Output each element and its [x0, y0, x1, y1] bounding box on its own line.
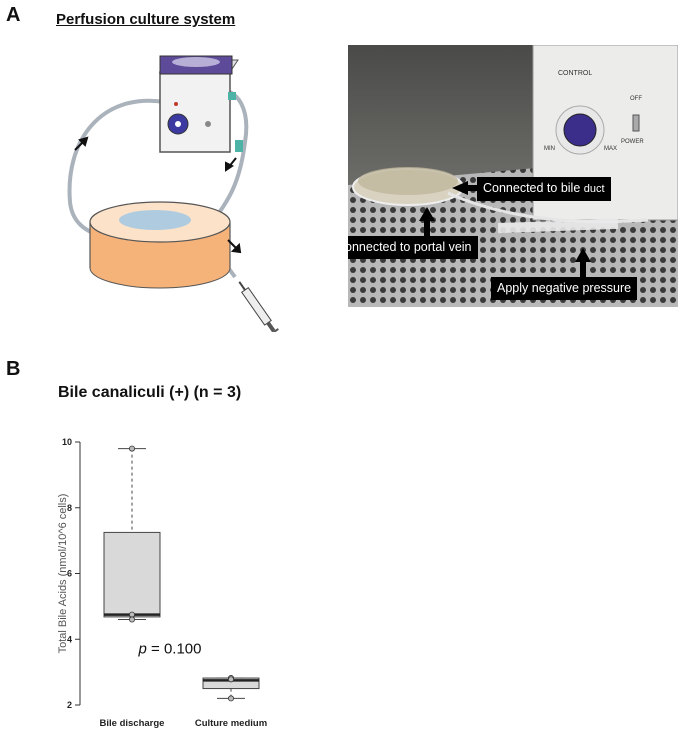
x-category-label: Bile discharge	[100, 718, 165, 729]
callout-portal-vein: Connected to portal vein	[348, 236, 478, 259]
tube-return	[67, 98, 166, 239]
y-axis-label: Total Bile Acids (nmol/10^6 cells)	[57, 494, 69, 654]
p-value-annotation: p = 0.100	[138, 640, 202, 657]
syringe	[238, 281, 279, 332]
data-point	[129, 611, 136, 618]
y-tick-label: 8	[67, 503, 72, 513]
boxplot-title: Bile canaliculi (+) (n = 3)	[58, 384, 242, 401]
svg-text:MAX: MAX	[604, 146, 617, 152]
y-tick-label: 4	[67, 634, 72, 644]
callout-arrows	[419, 181, 591, 278]
data-point	[227, 676, 234, 683]
box-iqr	[103, 531, 161, 618]
y-tick-label: 6	[67, 569, 72, 579]
y-tick-label: 10	[62, 437, 72, 447]
pump-body	[159, 71, 231, 153]
svg-text:OFF: OFF	[630, 96, 642, 102]
box-0: Bile discharge	[100, 445, 165, 729]
photo-dial	[563, 113, 597, 147]
svg-text:POWER: POWER	[621, 139, 644, 145]
callout-bile-duct: Connected to bile duct	[477, 177, 611, 201]
y-axis: 2 4 6 8 10	[62, 437, 81, 710]
perfusion-schematic-illustration	[67, 55, 279, 332]
box-1: Culture medium	[195, 675, 267, 729]
boxes-group: Bile discharge Culture medium	[100, 445, 267, 729]
boxplot-chart: 2 4 6 8 10 Bile discharge Culture medium Tota…	[57, 437, 267, 729]
perfusion-photo: CONTROL MIN MAX OFF POWER Connected to b…	[348, 45, 678, 307]
data-point	[129, 616, 136, 623]
panel-b-letter: B	[6, 358, 21, 380]
y-tick-label: 2	[67, 700, 72, 710]
x-category-label: Culture medium	[195, 718, 267, 729]
data-point	[227, 695, 234, 702]
panel-a-letter: A	[6, 4, 21, 26]
liver-tissue	[119, 210, 191, 230]
svg-text:CONTROL: CONTROL	[558, 70, 592, 77]
callout-negative-pressure: Apply negative pressure	[491, 277, 638, 300]
schematic-title: Perfusion culture system	[56, 11, 236, 28]
photo-syringe	[497, 218, 619, 234]
svg-text:MIN: MIN	[544, 146, 555, 152]
data-point	[129, 445, 136, 452]
